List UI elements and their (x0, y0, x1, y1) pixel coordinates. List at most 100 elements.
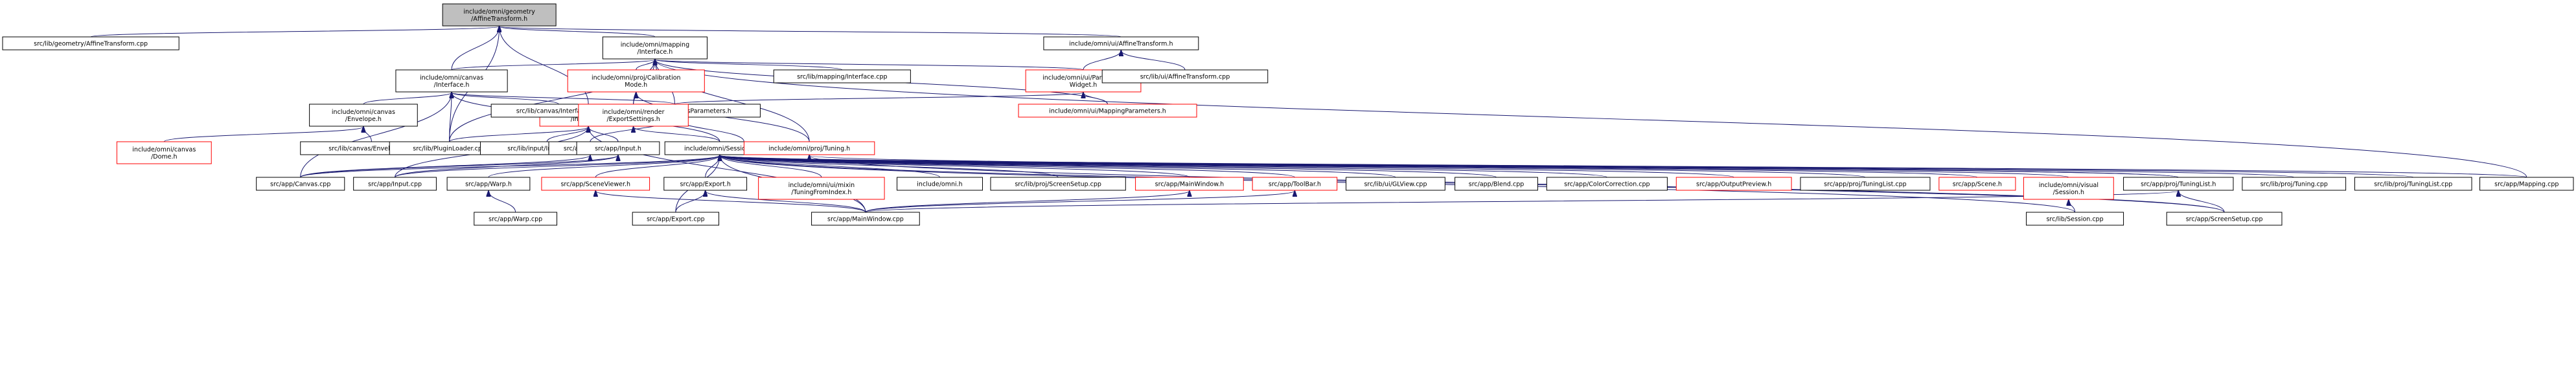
node-label: Mode.h (625, 82, 647, 89)
graph-node-mapping-if[interactable]: include/omni/mapping/Interface.h (602, 36, 707, 60)
node-box (2242, 177, 2347, 191)
graph-node-canvas-if[interactable]: include/omni/canvas/Interface.h (395, 69, 508, 93)
node-box (773, 69, 911, 83)
graph-node-dome[interactable]: include/omni/canvas/Dome.h (116, 141, 212, 164)
node-label: src/lib/geometry/AffineTransform.cpp (34, 41, 148, 48)
node-box (1252, 177, 1338, 191)
node-label: src/app/Scene.h (1953, 181, 2002, 188)
node-label: /Interface.h (638, 49, 673, 56)
dependency-edge (488, 155, 720, 178)
node-label: /Envelope.h (345, 116, 382, 123)
dependency-edge (720, 155, 941, 178)
node-box (446, 177, 531, 191)
node-label: src/app/Warp.cpp (489, 216, 542, 223)
graph-node-glview-cpp[interactable]: src/lib/ui/GLView.cpp (1346, 177, 1445, 191)
graph-node-colorcorr-cpp[interactable]: src/app/ColorCorrection.cpp (1546, 177, 1668, 191)
node-label: src/app/ScreenSetup.cpp (2186, 216, 2263, 223)
graph-node-scene-h[interactable]: src/app/Scene.h (1938, 177, 2016, 191)
node-label: /Session.h (2053, 189, 2085, 196)
graph-node-toolbar-h[interactable]: src/app/ToolBar.h (1252, 177, 1338, 191)
dependency-edge (451, 60, 655, 71)
node-box (353, 177, 437, 191)
graph-node-tuning-lib-cpp[interactable]: src/lib/proj/Tuning.cpp (2242, 177, 2347, 191)
dependency-edge (500, 27, 1121, 38)
node-box (1043, 36, 1199, 50)
node-box (663, 177, 748, 191)
graph-node-session-cpp[interactable]: src/lib/Session.cpp (2026, 212, 2124, 226)
graph-node-app-input-h[interactable]: src/app/Input.h (576, 141, 660, 155)
node-label: src/app/Warp.h (465, 181, 512, 188)
node-box (743, 141, 875, 155)
graph-node-ui-affine[interactable]: include/omni/ui/AffineTransform.h (1043, 36, 1199, 50)
node-label: src/lib/input/Interface.cpp (507, 146, 586, 153)
graph-node-tuning-index[interactable]: include/omni/ui/mixin/TuningFromIndex.h (758, 177, 885, 200)
dependency-edge (655, 60, 843, 71)
node-box (309, 104, 418, 127)
node-label: include/omni/ui/MappingParameters.h (1049, 108, 1166, 115)
graph-node-tuninglist-h[interactable]: src/app/proj/TuningList.h (2123, 177, 2234, 191)
dependency-edge (720, 155, 2527, 178)
graph-node-canvas-env[interactable]: include/omni/canvas/Envelope.h (309, 104, 418, 127)
node-label: src/app/Mapping.cpp (2494, 181, 2559, 188)
graph-node-export-settings[interactable]: include/omni/render/ExportSettings.h (578, 104, 689, 127)
graph-node-mainwindow-cpp[interactable]: src/app/MainWindow.cpp (811, 212, 920, 226)
node-label: src/app/Export.cpp (647, 216, 705, 223)
graph-node-geom-cpp[interactable]: src/lib/geometry/AffineTransform.cpp (2, 36, 179, 50)
node-box (541, 177, 650, 191)
graph-node-app-export-h[interactable]: src/app/Export.h (663, 177, 748, 191)
graph-node-app-warp-h[interactable]: src/app/Warp.h (446, 177, 531, 191)
node-label: src/lib/proj/TuningList.cpp (2374, 181, 2452, 188)
node-box (2166, 212, 2283, 226)
node-label: include/omni/geometry (463, 8, 535, 16)
graph-node-omni-h[interactable]: include/omni.h (897, 177, 983, 191)
node-label: src/lib/PluginLoader.cpp (413, 146, 486, 153)
graph-node-tuning-h[interactable]: include/omni/proj/Tuning.h (743, 141, 875, 155)
node-box (578, 104, 689, 127)
node-label: include/omni/render (603, 109, 665, 116)
graph-node-mapping-params[interactable]: include/omni/ui/MappingParameters.h (1018, 104, 1197, 118)
node-box (2479, 177, 2574, 191)
node-label: include/omni/mapping (621, 41, 689, 49)
graph-node-visual-session[interactable]: include/omni/visual/Session.h (2023, 177, 2114, 200)
node-label: Widget.h (1070, 82, 1098, 89)
node-box (1346, 177, 1445, 191)
dependency-edge (300, 93, 452, 178)
graph-node-screensetup-lib[interactable]: src/lib/proj/ScreenSetup.cpp (990, 177, 1126, 191)
graph-node-app-input-cpp[interactable]: src/app/Input.cpp (353, 177, 437, 191)
node-label: /TuningFromIndex.h (791, 189, 851, 196)
node-box (897, 177, 983, 191)
graph-node-tuninglist-app-cpp[interactable]: src/app/proj/TuningList.cpp (1800, 177, 1931, 191)
graph-node-mapping-cpp[interactable]: src/lib/mapping/Interface.cpp (773, 69, 911, 83)
node-label: /AffineTransform.h (471, 16, 527, 23)
dependency-edge (720, 155, 1295, 178)
graph-node-app-mapping-cpp[interactable]: src/app/Mapping.cpp (2479, 177, 2574, 191)
graph-node-mainwindow-h[interactable]: src/app/MainWindow.h (1135, 177, 1244, 191)
dependency-edge (363, 127, 372, 142)
graph-node-plugin-loader[interactable]: src/lib/PluginLoader.cpp (389, 141, 510, 155)
node-box (395, 69, 508, 93)
node-label: src/app/Export.h (680, 181, 731, 188)
node-label: include/omni/Session.h (684, 146, 755, 153)
graph-node-app-canvas-cpp[interactable]: src/app/Canvas.cpp (256, 177, 345, 191)
node-label: src/app/ToolBar.h (1269, 181, 1321, 188)
graph-node-scene-viewer-h[interactable]: src/app/SceneViewer.h (541, 177, 650, 191)
node-box (2354, 177, 2472, 191)
node-label: src/app/SceneViewer.h (560, 181, 630, 188)
node-box (1938, 177, 2016, 191)
node-box (256, 177, 345, 191)
dependency-edge (395, 155, 720, 178)
graph-node-tuninglist-lib-cpp[interactable]: src/lib/proj/TuningList.cpp (2354, 177, 2472, 191)
graph-node-root[interactable]: include/omni/geometry/AffineTransform.h (442, 3, 557, 27)
node-box (2123, 177, 2234, 191)
graph-node-app-export-cpp[interactable]: src/app/Export.cpp (632, 212, 720, 226)
graph-node-app-warp-cpp[interactable]: src/app/Warp.cpp (474, 212, 558, 226)
graph-node-screensetup-app-cpp[interactable]: src/app/ScreenSetup.cpp (2166, 212, 2283, 226)
graph-node-ui-affine-cpp[interactable]: src/lib/ui/AffineTransform.cpp (1101, 69, 1269, 83)
node-label: include/omni/canvas (132, 146, 196, 153)
node-box (758, 177, 885, 200)
dependency-edge (720, 155, 1978, 178)
graph-node-blend-cpp[interactable]: src/app/Blend.cpp (1455, 177, 1538, 191)
graph-node-outputpreview-h[interactable]: src/app/OutputPreview.h (1675, 177, 1792, 191)
